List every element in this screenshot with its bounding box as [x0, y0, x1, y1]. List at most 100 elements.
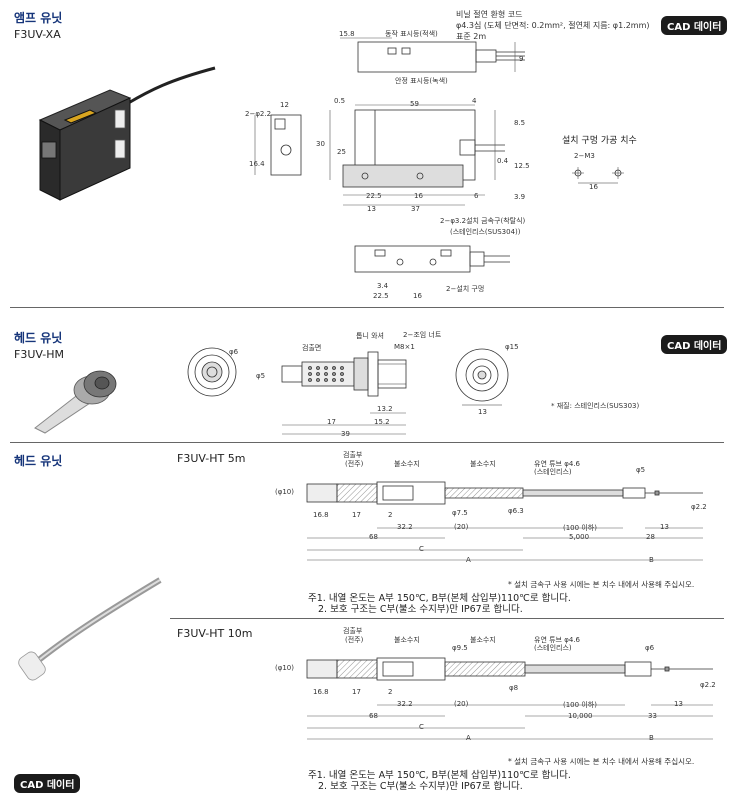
dim-30: 30	[316, 140, 325, 148]
ht-5m-d2: 2	[388, 511, 393, 519]
hole-2phi-label: 2−φ2.2	[245, 110, 272, 118]
cable-note-3: 표준 2m	[456, 32, 487, 41]
ht-10m-dimension-lines	[307, 704, 713, 740]
head-ht-cad-data-button[interactable]: CAD 데이터	[14, 774, 81, 793]
ht-5m-note2: 2. 보호 구조는 C부(불소 수지부)만 IP67로 합니다.	[318, 604, 523, 615]
head-hm-front-view	[187, 347, 237, 397]
head-hm-section-title: 헤드 유닛	[14, 331, 63, 345]
ht-10m-phi9-5: φ9.5	[452, 644, 468, 652]
ht-5m-phi10: (φ10)	[275, 488, 294, 496]
dim-16-4: 16.4	[249, 160, 265, 168]
head-hm-photo	[34, 370, 117, 434]
ht-5m-dimension-lines	[307, 527, 703, 561]
ht-10m-phi8: φ8	[509, 684, 519, 692]
ht-10m-d16-8: 16.8	[313, 688, 329, 696]
ht-5m-asterisk-note: * 설치 금속구 사용 시에는 본 치수 내에서 사용해 주십시오.	[508, 580, 695, 589]
ht-10m-c: C	[419, 723, 424, 731]
ht-5m-quartz: (전주)	[345, 460, 364, 468]
ht-5m-c: C	[419, 545, 424, 553]
dim-16-bottom: 16	[413, 292, 422, 300]
bracket-label-2: (스테인리스(SUS304))	[450, 228, 521, 236]
bracket-label-1: 2−φ3.2설치 금속구(착탈식)	[440, 217, 526, 225]
ht-5m-d28: 28	[646, 533, 655, 541]
ht-5m-phi5: φ5	[636, 466, 646, 474]
ht-5m-fluoro2: 불소수지	[470, 460, 496, 468]
toothed-washer-label: 톱니 와셔	[356, 332, 384, 340]
ht-10m-drawing	[306, 657, 713, 681]
mount-hole-label: 2−설치 구멍	[446, 285, 485, 293]
amp-bottom-view-drawing	[354, 245, 510, 273]
ht-10m-quartz: (전주)	[345, 636, 364, 644]
dim-59: 59	[410, 100, 419, 108]
dim-22-5: 22.5	[366, 192, 382, 200]
amp-cad-data-button[interactable]: CAD 데이터	[661, 16, 728, 35]
ht-10m-d32-2: 32.2	[397, 700, 413, 708]
divider-3	[170, 618, 724, 619]
ht-5m-tube2: (스테인리스)	[534, 468, 572, 476]
ht-10m-phi10: (φ10)	[275, 664, 294, 672]
dim-17: 17	[327, 418, 336, 426]
amp-side-view-drawing	[254, 104, 505, 206]
head-ht-photo	[18, 577, 162, 681]
ht-10m-fluoro2: 불소수지	[470, 636, 496, 644]
dim-37: 37	[411, 205, 420, 213]
ht-5m-model: F3UV-HT 5m	[177, 452, 246, 465]
ht-10m-d13: 13	[674, 700, 683, 708]
op-indicator-label: 동작 표시등(적색)	[385, 30, 438, 38]
ht-5m-d17: 17	[352, 511, 361, 519]
ht-10m-d2: 2	[388, 688, 393, 696]
amp-section-title: 앰프 유닛	[14, 11, 63, 25]
dim-3-9: 3.9	[514, 193, 526, 201]
detect-face-label: 검출면	[302, 344, 322, 352]
m3-label: 2−M3	[574, 152, 595, 160]
ht-10m-note2: 2. 보호 구조는 C부(불소 수지부)만 IP67로 합니다.	[318, 781, 523, 792]
ht-5m-d13: 13	[660, 523, 669, 531]
head-hm-rear-view	[455, 348, 509, 406]
material-note: * 재질: 스테인리스(SUS303)	[551, 402, 640, 410]
dim-16-mount: 16	[589, 183, 598, 191]
amp-top-view-drawing	[340, 37, 525, 73]
ht-10m-tube: 유연 튜브 φ4.6	[534, 636, 580, 644]
ht-10m-phi2-2: φ2.2	[700, 681, 716, 689]
head-hm-cad-data-button[interactable]: CAD 데이터	[661, 335, 728, 354]
ht-5m-d68: 68	[369, 533, 378, 541]
dim-16: 16	[414, 192, 423, 200]
dim-13-rear: 13	[478, 408, 487, 416]
ht-5m-d32-2: 32.2	[397, 523, 413, 531]
phi6-label: φ6	[229, 348, 239, 356]
ht-5m-phi6-3: φ6.3	[508, 507, 524, 515]
cable-note-2: φ4.3심 (도체 단면적: 0.2mm², 절연체 지름: φ1.2mm)	[456, 21, 650, 30]
divider-1	[10, 307, 724, 308]
head-ht-section-title: 헤드 유닛	[14, 454, 63, 468]
ht-5m-detect: 검출부	[343, 451, 363, 459]
ht-10m-note1: 주1. 내열 온도는 A부 150℃, B부(본체 삽입부)110℃로 합니다.	[308, 770, 571, 781]
ht-10m-d20: (20)	[454, 700, 469, 708]
ht-10m-model: F3UV-HT 10m	[177, 627, 253, 640]
dim-0-5: 0.5	[334, 97, 346, 105]
dim-25: 25	[337, 148, 346, 156]
ht-10m-tube2: (스테인리스)	[534, 644, 572, 652]
ht-10m-b: B	[649, 734, 654, 742]
ht-10m-a: A	[466, 734, 471, 742]
ht-5m-d5000: 5,000	[569, 533, 590, 541]
dim-22-5-bottom: 22.5	[373, 292, 389, 300]
dim-8-5: 8.5	[514, 119, 526, 127]
cable-note-1: 비닐 절연 환형 코드	[456, 10, 523, 19]
ht-10m-d17: 17	[352, 688, 361, 696]
divider-2	[10, 442, 724, 443]
ht-10m-phi6: φ6	[645, 644, 655, 652]
dim-12: 12	[280, 101, 289, 109]
head-hm-side-view	[281, 351, 407, 397]
mount-hole-drawing	[572, 167, 624, 184]
dim-4: 4	[472, 97, 477, 105]
head-hm-model-name: F3UV-HM	[14, 348, 64, 361]
m8-label: M8×1	[394, 343, 415, 351]
dim-15-2: 15.2	[374, 418, 390, 426]
head-hm-dimension-lines	[282, 412, 406, 435]
ht-10m-fluoro1: 불소수지	[394, 636, 420, 644]
ht-10m-detect: 검출부	[343, 627, 363, 635]
nut-label: 2−조임 너트	[403, 331, 442, 339]
ht-5m-tube: 유연 튜브 φ4.6	[534, 460, 580, 468]
ht-5m-d20: (20)	[454, 523, 469, 531]
dim-15-8: 15.8	[339, 30, 355, 38]
